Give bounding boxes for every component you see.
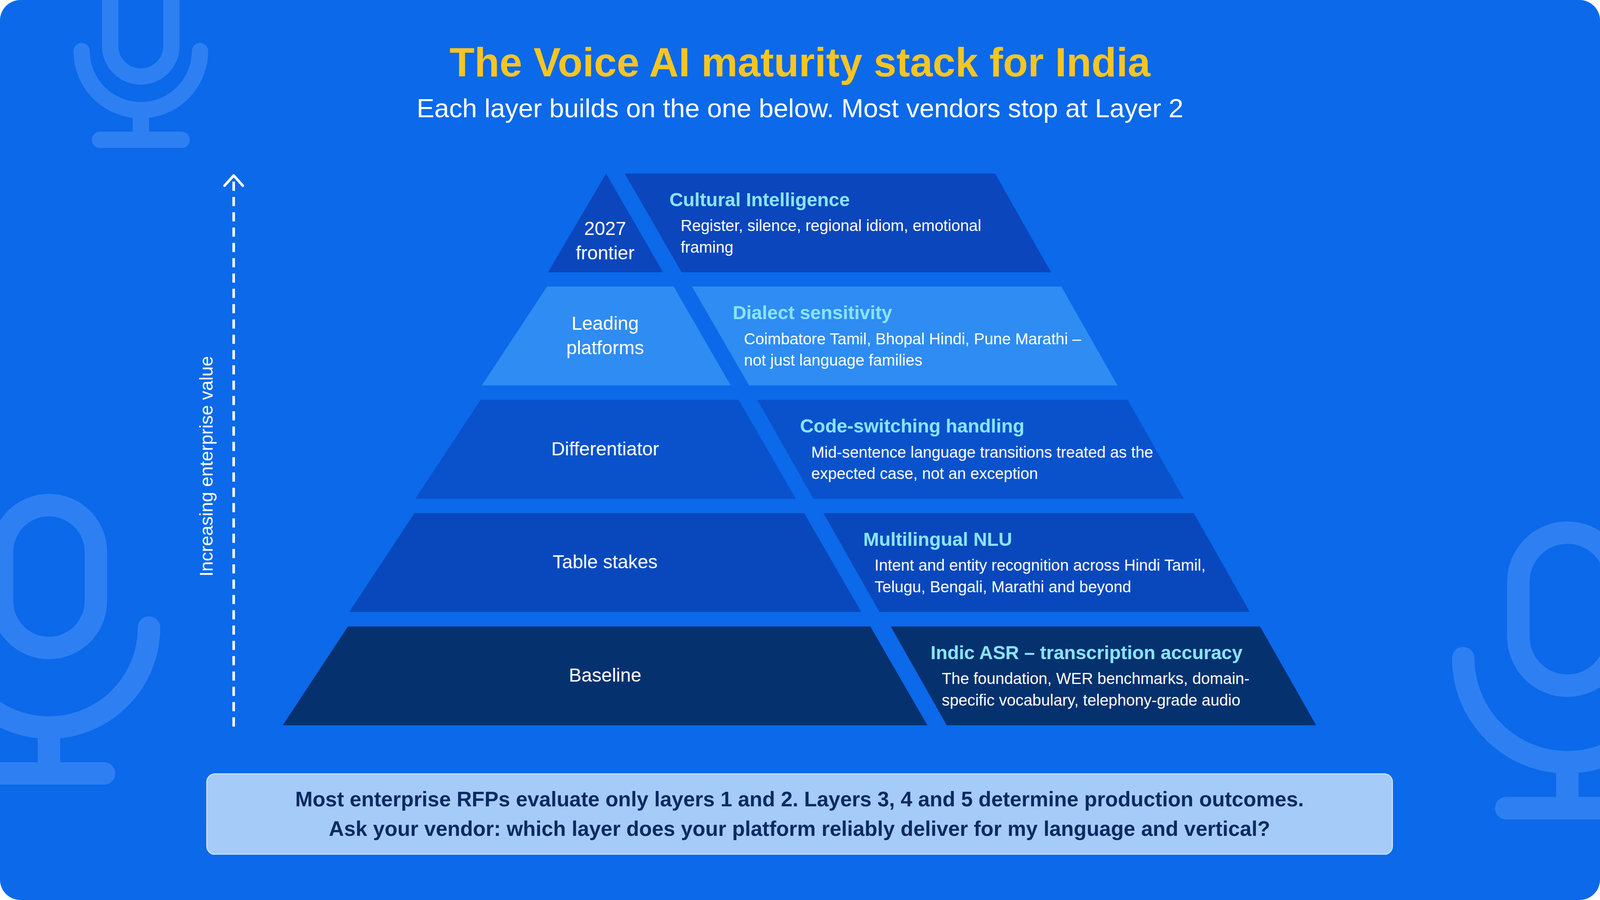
mic-icon xyxy=(81,0,200,140)
note-line: Most enterprise RFPs evaluate only layer… xyxy=(295,784,1305,814)
mic-stem xyxy=(37,729,61,768)
layer-description: Register, silence, regional idiom, emoti… xyxy=(680,215,987,259)
layer-label-shape: Leading platforms xyxy=(481,286,731,386)
layer-description: Mid-sentence language transitions treate… xyxy=(811,442,1164,485)
shape-outline xyxy=(481,286,731,386)
layer-tier-label: Table stakes xyxy=(552,549,658,575)
note-box: Most enterprise RFPs evaluate only layer… xyxy=(206,773,1393,855)
note-line: Ask your vendor: which layer does your p… xyxy=(329,814,1271,844)
mic-arc xyxy=(81,51,200,111)
layer-description: Coimbatore Tamil, Bhopal Hindi, Pune Mar… xyxy=(743,328,1086,372)
layer-tier-label: Leading platforms xyxy=(554,311,657,361)
shape-outline xyxy=(206,773,1393,855)
layer-fill xyxy=(624,173,1052,273)
note-fill xyxy=(206,774,1393,855)
layer-shape: Multilingual NLU Intent and entity recogn… xyxy=(823,513,1251,613)
layer-label-shape: Table stakes xyxy=(349,513,862,613)
layer-heading: Multilingual NLU xyxy=(863,528,1012,551)
layer-tier-label: Differentiator xyxy=(551,436,659,462)
layer-fill xyxy=(823,513,1251,613)
layer-label-shape: Baseline xyxy=(282,626,928,726)
mic-capsule xyxy=(1518,532,1600,687)
layer-tier-label: 2027 frontier xyxy=(564,216,646,266)
layer-fill xyxy=(890,626,1317,726)
mic-capsule xyxy=(110,0,172,77)
title: The Voice AI maturity stack for India xyxy=(0,38,1600,86)
subtitle: Each layer builds on the one below. Most… xyxy=(0,92,1600,124)
layer-shape: Code-switching handlingMid-sentence lang… xyxy=(757,399,1184,499)
layer-fill xyxy=(691,286,1118,386)
layer-fill xyxy=(481,286,731,386)
layer-fill xyxy=(757,399,1184,499)
layer-heading: Code-switching handling xyxy=(799,415,1025,437)
layer-shape: Dialect sensitivityCoimbatore Tamil, Bho… xyxy=(691,286,1118,386)
mic-base xyxy=(99,131,182,148)
mic-arc xyxy=(1463,658,1600,763)
mic-base xyxy=(1505,797,1600,820)
layer-shape: Indic ASR – transcription accuracyThe fo… xyxy=(890,626,1317,726)
mic-arc xyxy=(0,627,150,728)
layer-heading: Cultural Intelligence xyxy=(669,188,850,211)
value-arrow-shaft xyxy=(232,179,235,727)
layer-label-shape: Differentiator xyxy=(415,399,796,499)
mic-capsule xyxy=(1,505,97,649)
mic-stem xyxy=(1556,763,1579,801)
layer-fill xyxy=(415,399,796,499)
layer-description: Intent and entity recognition across Hin… xyxy=(874,554,1227,598)
layer-fill xyxy=(349,513,862,613)
layer-tier-label: Baseline xyxy=(568,663,642,688)
layer-shape: Cultural IntelligenceRegister, silence, … xyxy=(624,173,1052,273)
layer-fill xyxy=(282,626,928,726)
mic-base xyxy=(0,762,104,785)
layer-heading: Dialect sensitivity xyxy=(732,301,892,324)
layer-heading: Indic ASR – transcription accuracy xyxy=(930,641,1243,664)
mic-icon xyxy=(0,505,150,774)
mic-icon xyxy=(1463,532,1600,809)
note-text: Most enterprise RFPs evaluate only layer… xyxy=(206,773,1393,855)
axis-label: Increasing enterprise value xyxy=(195,356,217,577)
value-arrow-head xyxy=(224,175,243,186)
layer-description: The foundation, WER benchmarks, domain-s… xyxy=(941,668,1289,712)
